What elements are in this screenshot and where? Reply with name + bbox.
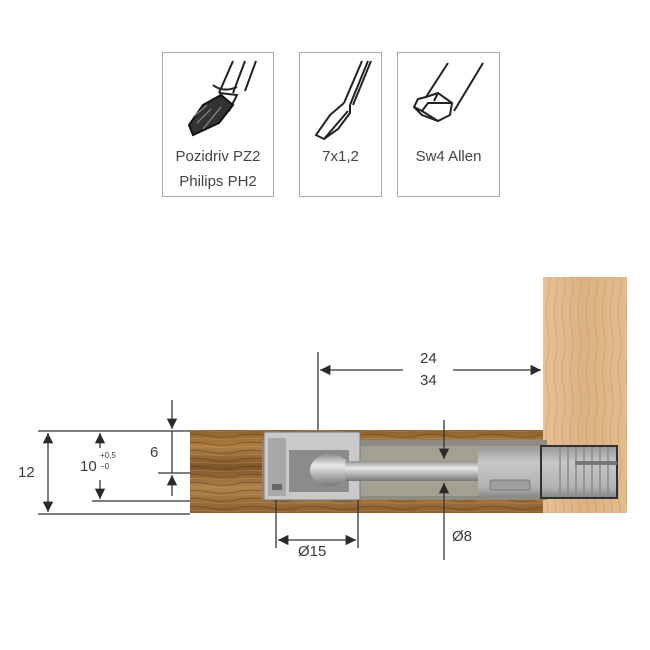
dim-drill-depth: 10	[80, 458, 97, 475]
dim-housing-diameter: Ø15	[298, 543, 327, 560]
phillips-bit-icon	[187, 60, 257, 137]
flat-screwdriver-icon	[314, 60, 372, 141]
dim-distance-34: 34	[420, 372, 437, 389]
bolt-shaft	[345, 461, 505, 481]
tool-label-line1: Pozidriv PZ2	[175, 148, 261, 165]
cam-housing	[263, 431, 361, 501]
dim-drill-tol-minus: −0	[100, 462, 110, 471]
expansion-dowel	[478, 445, 618, 499]
dim-axis-offset: 6	[150, 444, 159, 461]
dim-bolt-diameter: Ø8	[452, 528, 473, 545]
tool-card-flat: 7x1,2	[299, 52, 382, 197]
dim-distance-24: 24	[420, 350, 437, 367]
tool-card-pozidriv: Pozidriv PZ2 Philips PH2	[162, 52, 274, 197]
tool-card-allen: Sw4 Allen	[397, 52, 500, 197]
dim-panel-thickness: 12	[18, 464, 35, 481]
tool-label: Sw4 Allen	[415, 148, 482, 165]
tool-label-line2: Philips PH2	[179, 173, 257, 190]
tool-label: 7x1,2	[322, 148, 359, 165]
dim-drill-tol-plus: +0,5	[100, 451, 116, 460]
hex-key-icon	[412, 62, 484, 123]
